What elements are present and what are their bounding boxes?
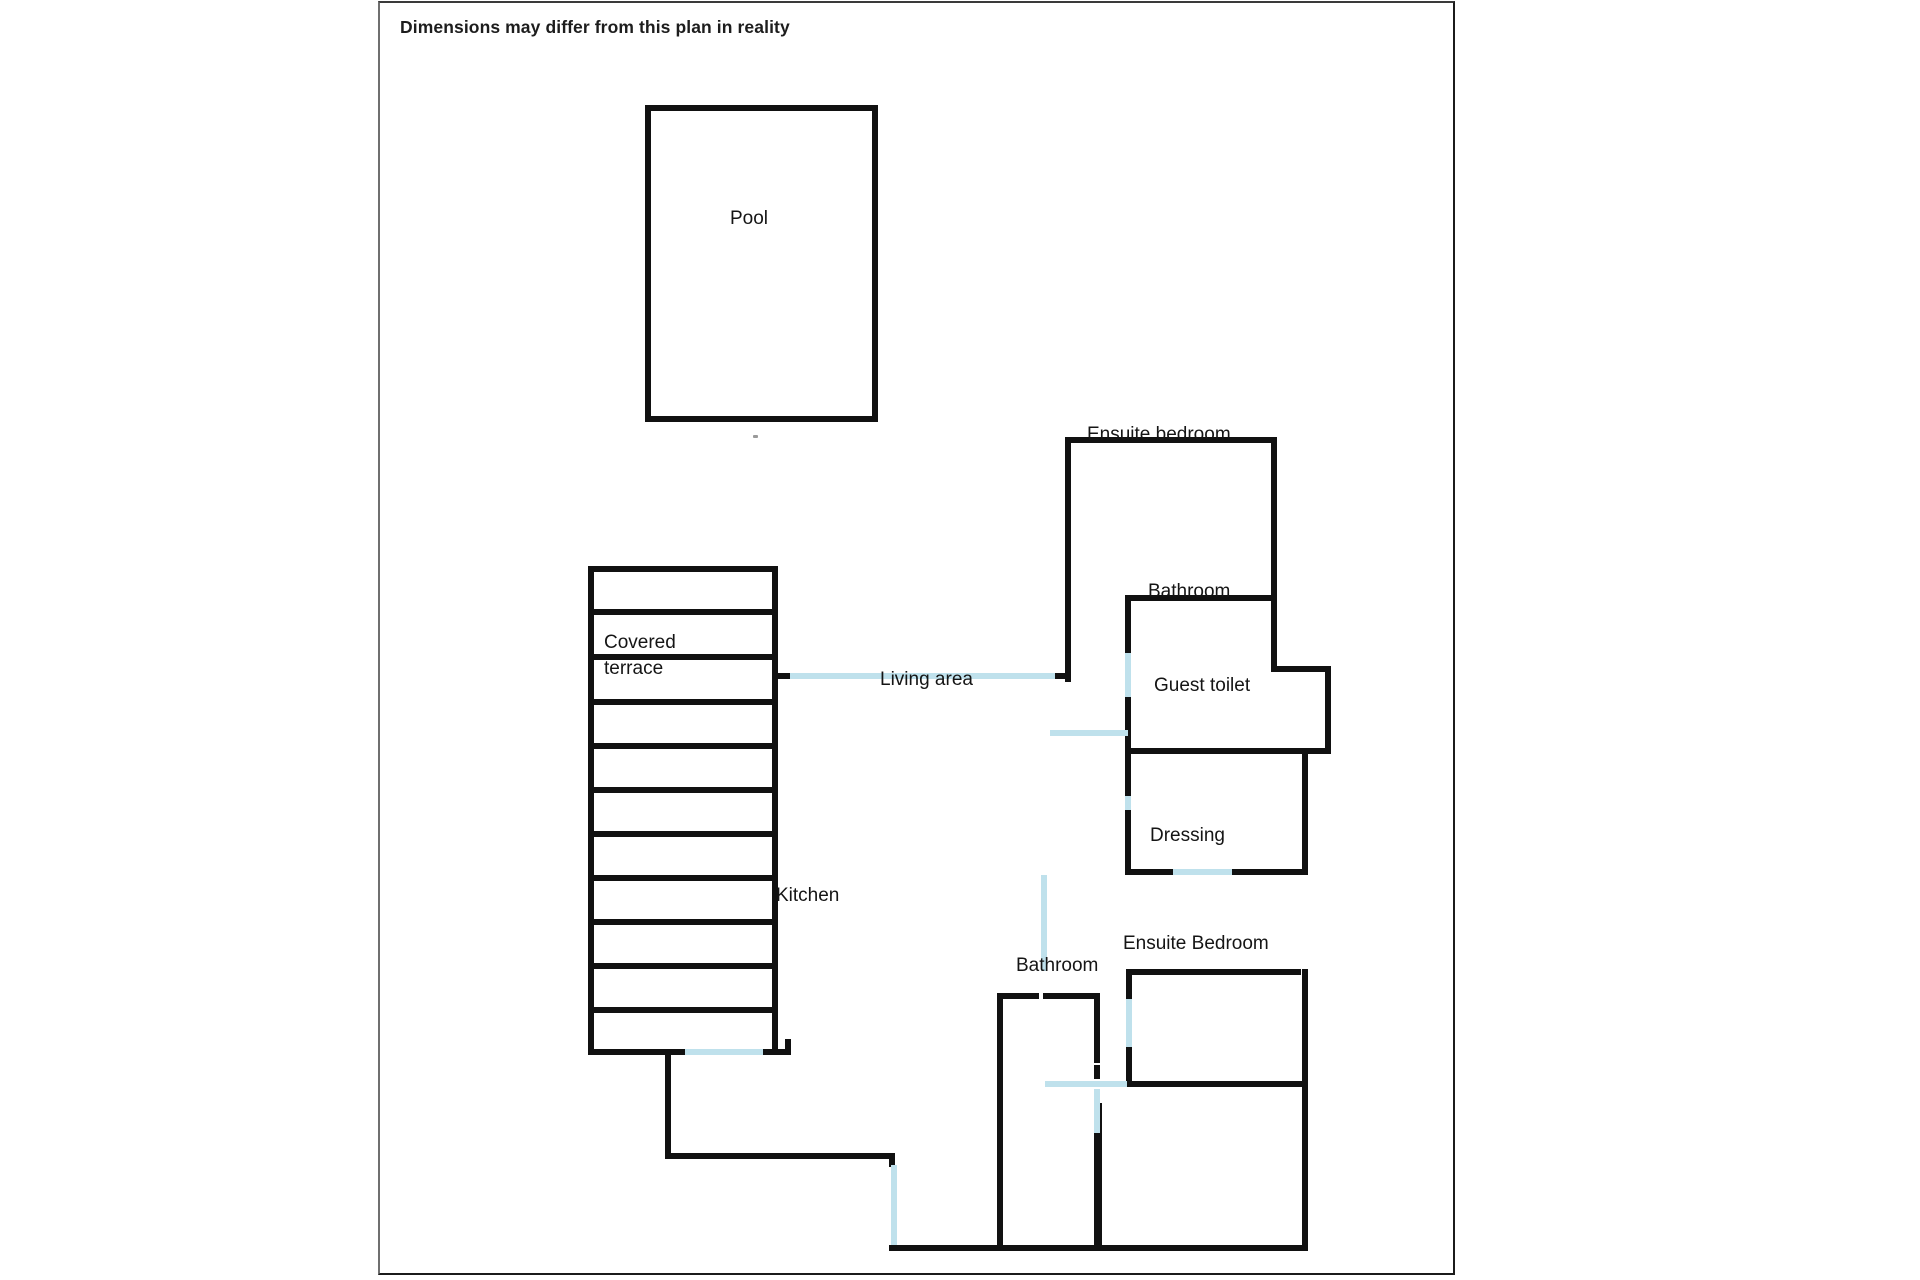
ensuite-bedroom-top-wall-top — [1065, 437, 1277, 443]
bathroom-top-wall-right-upper — [1271, 499, 1277, 671]
living-area-door-terrace-to-house[interactable] — [790, 673, 1055, 679]
bathroom-bottom-wall-left — [997, 993, 1003, 1247]
ensuite-bedroom-top-wall-right — [1271, 437, 1277, 499]
bathroom-bottom-wall-top-a — [997, 993, 1039, 999]
pool-wall-left — [645, 105, 651, 422]
ensuite-bedroom-bottom-wall-bottom — [1096, 1245, 1308, 1251]
kitchen-door-to-hall[interactable] — [891, 1165, 897, 1245]
dressing-wall-top — [1126, 969, 1301, 975]
terrace-stripe-0 — [588, 566, 778, 572]
room-label-pool: Pool — [730, 208, 769, 229]
room-label-covered-terrace-line1: Covered — [604, 632, 676, 653]
room-label-covered-terrace-line2: terrace — [604, 658, 664, 679]
bathroom-top-wall-right-lower — [1325, 666, 1331, 753]
kitchen-wall-top-stub — [665, 1049, 685, 1055]
room-label-ensuite-bedroom-bottom: Ensuite Bedroom — [1123, 933, 1269, 954]
terrace-stripe-7 — [588, 875, 778, 881]
kitchen-wall-bottom — [665, 1153, 895, 1159]
bathroom-bottom-wall-right-bot — [1094, 1133, 1100, 1247]
kitchen-corner-right — [889, 1153, 895, 1167]
plan-disclaimer-note: Dimensions may differ from this plan in … — [400, 17, 790, 37]
terrace-stripe-5 — [588, 787, 778, 793]
dressing-wall-left-bot — [1126, 1047, 1132, 1085]
bathroom-bottom-door-right[interactable] — [1094, 1089, 1100, 1133]
terrace-stripe-10 — [588, 1007, 778, 1013]
living-area-door-to-bathroom-top[interactable] — [1050, 730, 1128, 736]
terrace-stripe-4 — [588, 743, 778, 749]
ensuite-bedroom-top-wall-bottom — [1125, 595, 1277, 601]
kitchen-wall-right-stub — [785, 1039, 791, 1053]
room-label-dressing: Dressing — [1150, 825, 1225, 846]
bathroom-bottom-wall-right-top — [1094, 993, 1100, 1063]
guest-toilet-wall-right — [1302, 748, 1308, 874]
kitchen-door-terrace[interactable] — [685, 1049, 763, 1055]
room-label-guest-toilet: Guest toilet — [1154, 675, 1251, 696]
ensuite-bedroom-bottom-wall-right — [1302, 1085, 1308, 1251]
ensuite-bedroom-top-wall-left — [1065, 437, 1071, 682]
plan-stray-mark — [753, 435, 758, 438]
guest-toilet-door-bottom[interactable] — [1173, 869, 1232, 875]
terrace-stripe-3 — [588, 699, 778, 705]
room-label-bathroom-top: Bathroom — [1148, 581, 1231, 602]
ensuite-bedroom-bottom-door-hall[interactable] — [1045, 1081, 1127, 1087]
hall-door-vertical[interactable] — [1041, 875, 1047, 971]
bathroom-top-wall-left-upper — [1125, 595, 1131, 653]
bathroom-bottom-wall-bottom — [997, 1245, 1100, 1251]
pool-wall-bottom — [645, 416, 878, 422]
guest-toilet-wall-left-top — [1125, 748, 1131, 796]
plan-frame: Dimensions may differ from this plan in … — [378, 1, 1455, 1275]
terrace-wall-left — [588, 566, 594, 1053]
bathroom-top-door-left[interactable] — [1125, 653, 1131, 697]
bathroom-bottom-wall-top-b — [1043, 993, 1098, 999]
dressing-wall-right — [1302, 969, 1308, 1085]
bathroom-bottom-wall-right-mid — [1094, 1065, 1100, 1079]
dressing-door-left[interactable] — [1126, 999, 1132, 1047]
room-label-bathroom-bottom: Bathroom — [1016, 955, 1099, 976]
room-label-ensuite-bedroom-top: Ensuite bedroom — [1087, 424, 1231, 445]
room-label-covered-terrace: Covered terrace — [604, 630, 734, 682]
living-area-wall-top-stub-left — [772, 673, 790, 679]
room-label-kitchen: Kitchen — [776, 885, 840, 906]
kitchen-wall-top-right — [763, 1049, 791, 1055]
terrace-stripe-2 — [588, 654, 778, 660]
guest-toilet-door-left[interactable] — [1125, 796, 1131, 810]
living-area-wall-top-stub-right — [1055, 673, 1071, 679]
guest-toilet-wall-bottom-b — [1232, 869, 1308, 875]
bathroom-top-wall-left-lower — [1125, 697, 1131, 753]
bathroom-top-wall-notch — [1271, 666, 1331, 672]
guest-toilet-wall-bottom-a — [1125, 869, 1173, 875]
dressing-wall-left-top — [1126, 969, 1132, 999]
hall-wall-bottom — [889, 1245, 1001, 1251]
dressing-wall-bottom — [1126, 1081, 1302, 1087]
terrace-stripe-6 — [588, 831, 778, 837]
terrace-stripe-8 — [588, 919, 778, 925]
terrace-stripe-1 — [588, 609, 778, 615]
terrace-stripe-9 — [588, 963, 778, 969]
room-label-living-area: Living area — [880, 669, 973, 690]
terrace-wall-right — [772, 566, 778, 1053]
pool-wall-right — [872, 105, 878, 422]
pool-wall-top — [645, 105, 878, 111]
bathroom-top-wall-bottom — [1125, 748, 1331, 754]
guest-toilet-wall-left-bot — [1125, 810, 1131, 874]
kitchen-wall-left — [665, 1049, 671, 1159]
